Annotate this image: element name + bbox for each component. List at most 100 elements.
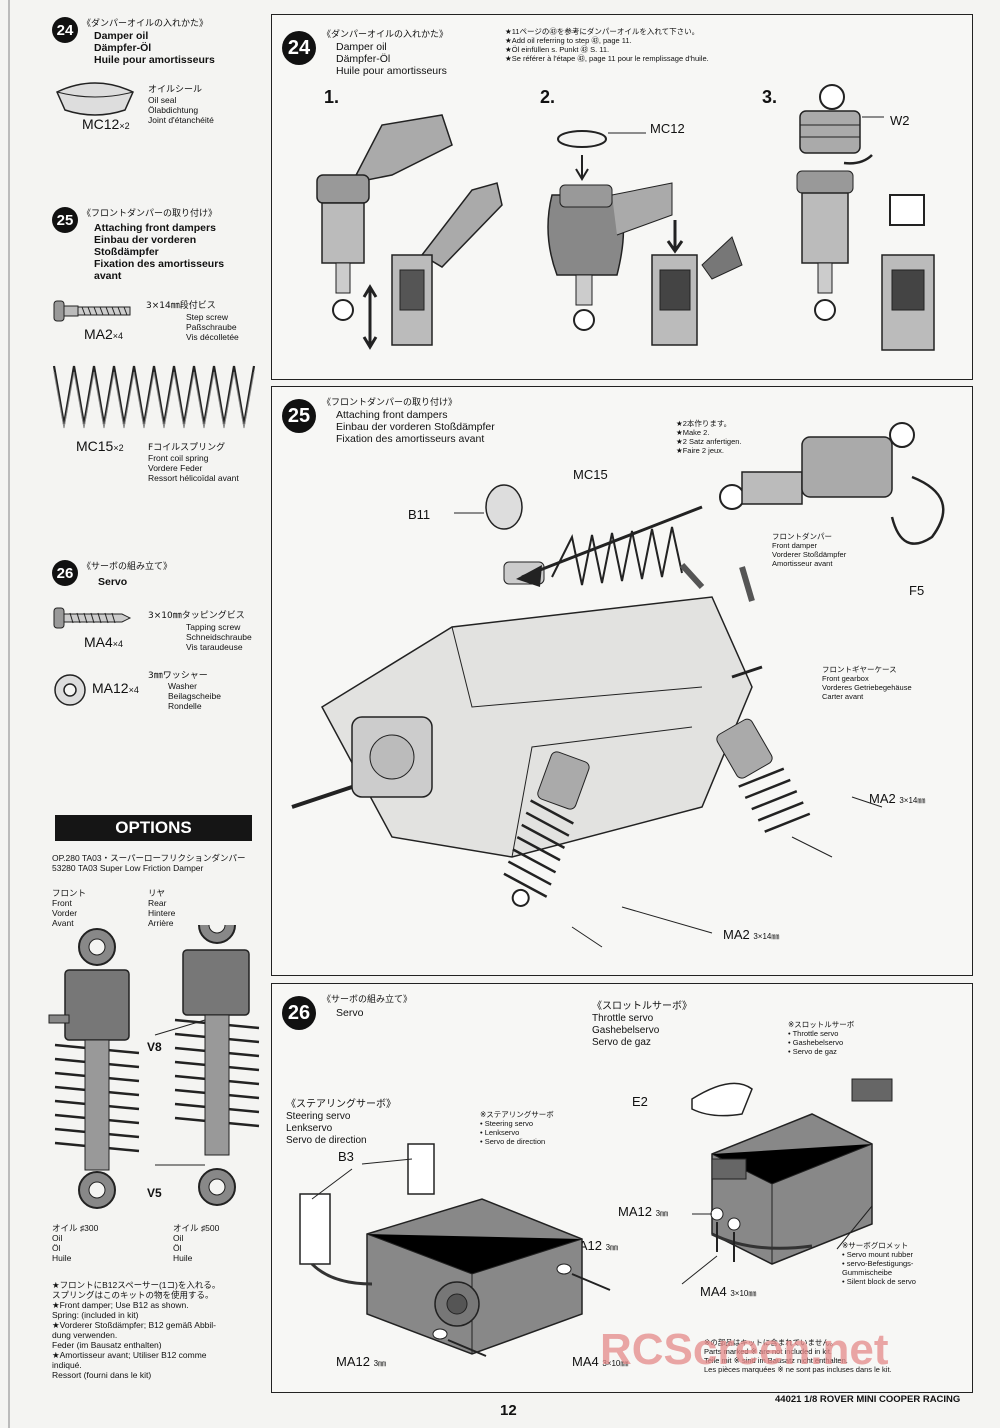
label-line: • Servo mount rubber — [842, 1250, 913, 1259]
title-line: avant — [94, 270, 122, 282]
steering-servo-label: 《ステアリングサーボ》 Steering servo Lenkservo Ser… — [286, 1099, 396, 1147]
label-line: • Silent block de servo — [842, 1277, 916, 1286]
front-damper-label: フロントダンパー Front damper Vorderer Stoßdämpf… — [772, 532, 846, 568]
title-line: Fixation des amortisseurs — [94, 258, 225, 270]
label-line: Servo de gaz — [592, 1037, 651, 1048]
part-code-ma2: MA2×4 — [84, 326, 124, 342]
title-line: Stoßdämpfer — [94, 246, 159, 258]
title-line: Attaching front dampers — [336, 409, 448, 421]
desc-line: Washer — [168, 681, 197, 691]
note-line: Parts marked ※ are not included in kit. — [704, 1347, 833, 1356]
label-line: • Servo de gaz — [788, 1047, 837, 1056]
sub-step-3: 3. — [762, 87, 778, 107]
label-line: Front damper — [772, 541, 818, 550]
panel-25-titles: Attaching front dampers Einbau der vorde… — [336, 409, 495, 445]
oil-line: オイル ♯300 — [52, 1223, 99, 1233]
washer-desc: Washer Beilagscheibe Rondelle — [168, 681, 221, 711]
desc-line: Beilagscheibe — [168, 691, 221, 701]
label-line: Vorderes Getriebegehäuse — [822, 683, 912, 692]
desc-line: Oil seal — [148, 95, 177, 105]
binding-edge — [8, 0, 10, 1428]
label-ma2-lower: MA2 3×14㎜ — [723, 927, 780, 942]
note-line: ※の部品はキットに含まれていません。 — [704, 1338, 838, 1347]
product-line: OP.280 TA03・スーパーローフリクションダンパー — [52, 853, 246, 863]
tapping-screw-icon — [53, 607, 132, 629]
throttle-servo-small: ※スロットルサーボ • Throttle servo • Gashebelser… — [788, 1020, 854, 1056]
label-mc15: MC15 — [573, 467, 608, 482]
title-line: Huile pour amortisseurs — [94, 54, 215, 66]
oil-front: オイル ♯300 Oil Öl Huile — [52, 1223, 98, 1263]
panel-step-26: 26 《サーボの組み立て》 Servo 《ステアリングサーボ》 Steering… — [271, 983, 973, 1393]
options-heading: OPTIONS — [55, 815, 252, 841]
step-screw-desc: Step screw Paßschraube Vis décolletée — [186, 312, 239, 342]
panel-24-jp: 《ダンパーオイルの入れかた》 — [322, 30, 449, 40]
title-line: Fixation des amortisseurs avant — [336, 433, 485, 445]
panel-25-jp: 《フロントダンパーの取り付け》 — [322, 398, 458, 408]
panel-step-25: 25 《フロントダンパーの取り付け》 Attaching front dampe… — [271, 386, 973, 976]
note-line: ★Faire 2 jeux. — [676, 446, 724, 455]
label-ma4-a: MA4 3×10㎜ — [700, 1284, 757, 1299]
desc-line: Ressort hélicoïdal avant — [148, 473, 239, 483]
label-line: フロントダンパー — [772, 532, 832, 541]
panel-24-notes: ★11ページの㊸を参考にダンパーオイルを入れて下さい。 ★Add oil ref… — [505, 27, 709, 63]
part-code-ma12: MA12×4 — [92, 680, 139, 696]
oil-line: Oil — [173, 1233, 184, 1243]
damper-oil-illustration — [316, 84, 935, 351]
washer-jp: 3㎜ワッシャー — [148, 671, 208, 681]
panel-26-jp: 《サーボの組み立て》 — [322, 995, 413, 1005]
desc-line: Front coil spring — [148, 453, 209, 463]
title-line: Einbau der vorderen Stoßdämpfer — [336, 421, 495, 433]
panel-26-title: Servo — [336, 1007, 364, 1019]
step-24-panel-badge: 24 — [282, 31, 316, 65]
label-line: Gashebelservo — [592, 1025, 660, 1036]
label-b3: B3 — [338, 1149, 354, 1164]
label-w2: W2 — [890, 113, 910, 128]
note-line: ★Amortisseur avant; Utiliser B12 comme — [52, 1350, 207, 1360]
label-line: Throttle servo — [592, 1013, 654, 1024]
label-line: Lenkservo — [286, 1123, 333, 1134]
label-f5: F5 — [909, 583, 925, 598]
spring-desc: Front coil spring Vordere Feder Ressort … — [148, 453, 239, 483]
spring-jp: Fコイルスプリング — [148, 443, 226, 453]
label-ma12-b: MA12 3㎜ — [618, 1204, 669, 1219]
front-line: フロント — [52, 888, 87, 898]
desc-line: Ölabdichtung — [148, 105, 199, 115]
step-25-panel-badge: 25 — [282, 399, 316, 433]
note-line: Ressort (fourni dans le kit) — [52, 1370, 152, 1380]
front-damper-illustration — [291, 422, 945, 948]
note-line: ★フロントにB12スペーサー(1コ)を入れる。 — [52, 1280, 221, 1290]
label-ma2-upper: MA2 3×14㎜ — [869, 791, 926, 806]
make-two-note: ★2本作ります。 ★Make 2. ★2 Satz anfertigen. ★F… — [676, 419, 742, 455]
step-25-titles: Attaching front dampers Einbau der vorde… — [94, 222, 224, 282]
label-line: フロントギヤーケース — [822, 665, 897, 674]
label-line: • Throttle servo — [788, 1029, 839, 1038]
part-code-ma4: MA4×4 — [84, 634, 124, 650]
oil-seal-jp: オイルシール — [148, 85, 203, 95]
servo-illustration — [299, 1078, 893, 1357]
note-line: ★Öl einfüllen s. Punkt ㊸ S. 11. — [505, 45, 610, 54]
servo-grommet-label: ※サーボグロメット • Servo mount rubber • servo-B… — [842, 1241, 916, 1286]
part-code-mc15: MC15×2 — [76, 438, 124, 454]
front-line: Front — [52, 898, 72, 908]
step-26-jp-title: 《サーボの組み立て》 — [82, 562, 173, 572]
oil-line: Huile — [173, 1253, 193, 1263]
desc-line: Vis taraudeuse — [186, 642, 243, 652]
note-line: ★2 Satz anfertigen. — [676, 437, 742, 446]
label-line: • Steering servo — [480, 1119, 534, 1128]
label-line: Steering servo — [286, 1111, 351, 1122]
page-number: 12 — [500, 1402, 517, 1419]
coil-spring-icon — [52, 365, 256, 429]
label-line: • Lenkservo — [480, 1128, 520, 1137]
label-line: 《ステアリングサーボ》 — [286, 1099, 396, 1110]
note-line: ★Add oil referring to step ㊸, page 11. — [505, 36, 632, 45]
front-line: Vorder — [52, 908, 78, 918]
label-mc12: MC12 — [650, 121, 685, 136]
step-26-panel-badge: 26 — [282, 996, 316, 1030]
step-25-badge: 25 — [52, 207, 78, 233]
title-line: Attaching front dampers — [94, 222, 216, 234]
options-front-label: フロント Front Vorder Avant — [52, 888, 86, 928]
note-line: Spring: (included in kit) — [52, 1310, 139, 1320]
note-line: ★Make 2. — [676, 428, 710, 437]
step-screw-icon — [53, 300, 131, 322]
oil-line: Oil — [52, 1233, 63, 1243]
